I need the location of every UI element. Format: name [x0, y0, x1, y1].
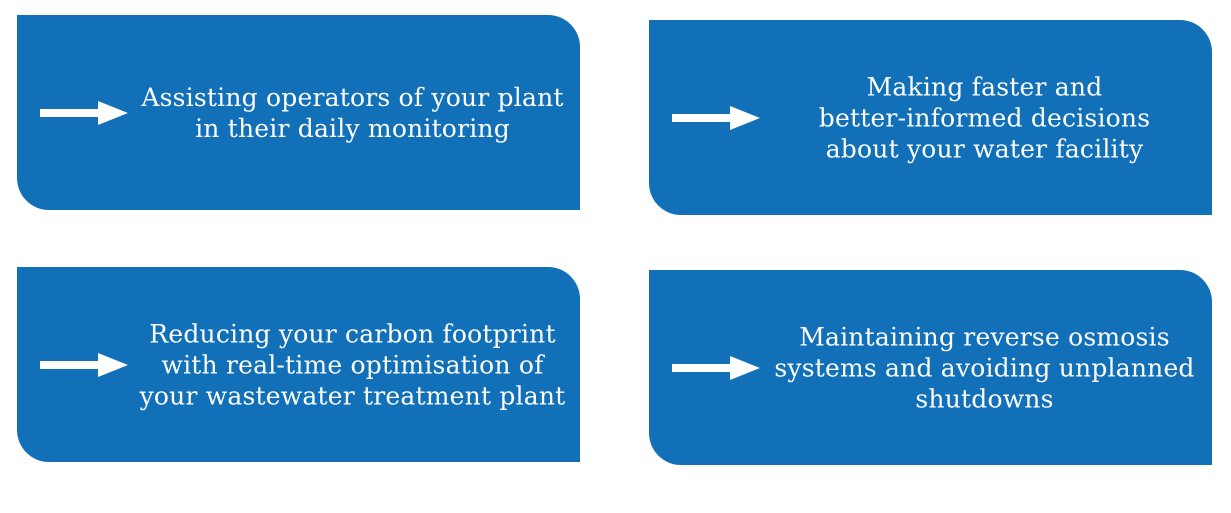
- benefit-card-text: Reducing your carbon footprint with real…: [139, 319, 566, 410]
- benefit-card-monitoring: Assisting operators of your plant in the…: [17, 15, 580, 210]
- arrow-right-icon: [672, 105, 760, 130]
- benefit-card-text: Maintaining reverse osmosis systems and …: [774, 322, 1195, 413]
- benefit-card-carbon-footprint: Reducing your carbon footprint with real…: [17, 267, 580, 462]
- benefit-card-text: Making faster and better-informed decisi…: [818, 72, 1151, 163]
- arrow-right-icon: [672, 355, 760, 380]
- benefit-card-reverse-osmosis: Maintaining reverse osmosis systems and …: [649, 270, 1212, 465]
- arrow-right-icon: [40, 100, 128, 125]
- arrow-right-icon: [40, 352, 128, 377]
- benefit-card-decisions: Making faster and better-informed decisi…: [649, 20, 1212, 215]
- benefit-card-text: Assisting operators of your plant in the…: [141, 82, 564, 143]
